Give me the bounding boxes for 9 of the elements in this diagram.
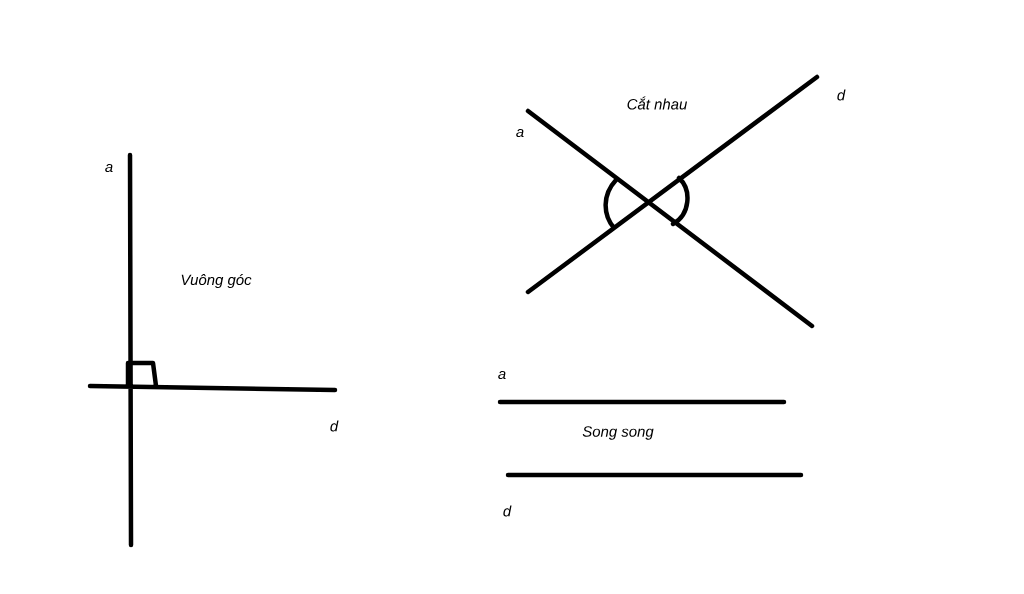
line-label: d — [503, 505, 512, 517]
line-label: a — [498, 370, 506, 380]
line-label: a — [516, 128, 524, 138]
line-label: d — [330, 420, 339, 432]
line-label: d — [837, 89, 846, 101]
line-label: Song song — [582, 426, 654, 440]
line-label: Vuông góc — [181, 273, 252, 289]
line-label: a — [105, 163, 113, 173]
line-label: Cắt nhau — [627, 96, 687, 110]
